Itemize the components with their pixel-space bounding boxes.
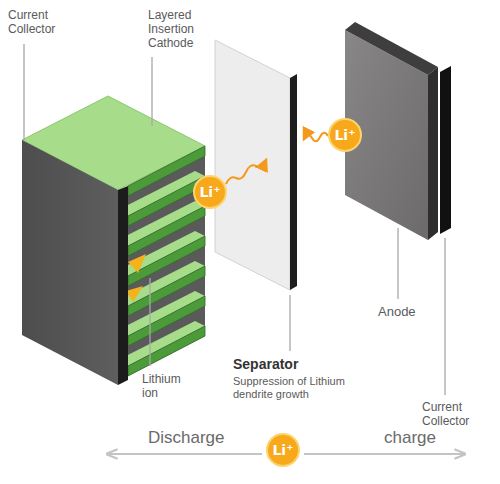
plate-top [118, 321, 205, 366]
lithium-ion-circle: Li⁺ [328, 118, 362, 152]
part-label: Layered Insertion Cathode [148, 8, 218, 50]
leader-line [289, 295, 290, 351]
part-heading: Separator [233, 356, 363, 373]
leader-line [149, 278, 150, 366]
ion-path [226, 160, 266, 184]
ion-symbol: Li⁺ [199, 184, 220, 200]
current-collector-edge [118, 186, 128, 385]
leader-line [151, 57, 152, 126]
discharge-arrow [108, 453, 262, 455]
anode-current-collector [440, 66, 451, 234]
lithium-ion-shape [126, 286, 143, 302]
part-note: Suppression of Lithium dendrite growth [233, 375, 368, 401]
anode-side [428, 67, 438, 240]
leader-line [397, 228, 398, 299]
lithium-ion-circle: Li⁺ [266, 433, 300, 467]
ion-symbol: Li⁺ [334, 127, 355, 143]
separator-panel [215, 40, 290, 290]
plate-edge [128, 326, 205, 376]
leader-line [23, 44, 24, 140]
separator-edge [290, 74, 297, 290]
cathode-plates [118, 146, 205, 376]
part-label: Current Collector [422, 400, 492, 428]
anode-top [345, 22, 438, 75]
current-collector-front [22, 140, 118, 385]
leader-line [444, 238, 445, 395]
ion-symbol: Li⁺ [272, 442, 293, 458]
direction-label: charge [384, 428, 474, 448]
charge-arrow [304, 453, 464, 455]
part-label: Lithium ion [142, 372, 194, 400]
lithium-ion-circle: Li⁺ [193, 175, 227, 209]
ion-path [304, 133, 328, 142]
part-label: Current Collector [8, 8, 70, 36]
lithium-ion-shape [128, 254, 146, 273]
direction-label: Discharge [148, 428, 258, 448]
part-label: Anode [378, 304, 438, 320]
